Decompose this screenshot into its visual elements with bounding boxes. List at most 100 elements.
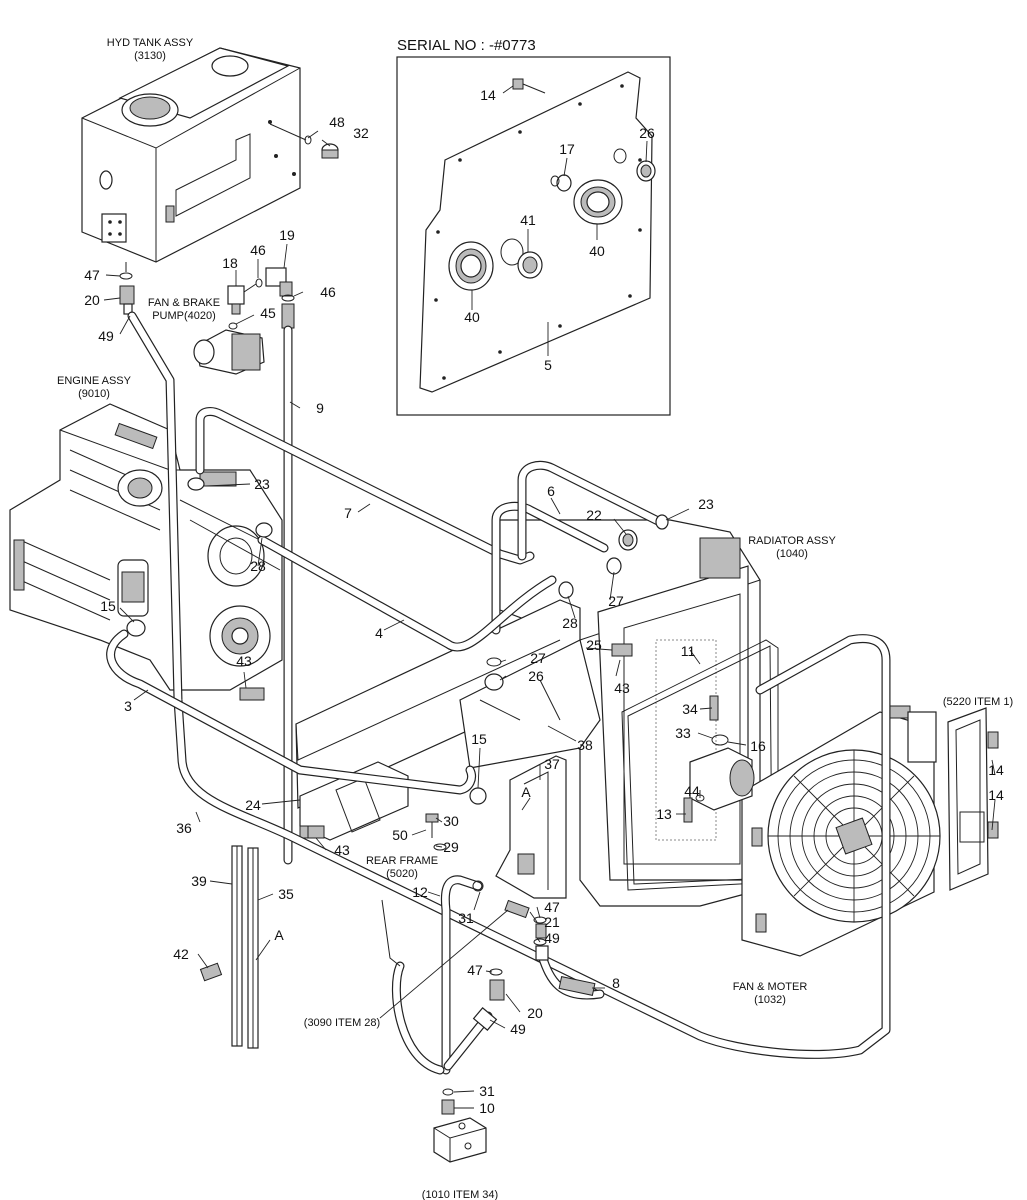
part-number-40: 40 [464,309,480,325]
part-number-28: 28 [250,558,266,574]
strip-part [247,847,259,1049]
support-bracket-part [495,755,567,899]
hyd-tank-label: HYD TANK ASSY [107,37,194,49]
part-number-11: 11 [681,643,696,659]
radiator-label: RADIATOR ASSY [748,535,836,547]
port-ring-part [573,179,623,225]
ref-1010-label: (1010 ITEM 34) [422,1189,498,1200]
part-number-17: 17 [559,141,575,157]
part-number-15: 15 [471,731,487,747]
elbow-fitting-part [227,283,257,315]
part-number-35: 35 [278,886,294,902]
hyd-tank-assembly [81,47,301,272]
part-number-43: 43 [334,842,350,858]
part-number-36: 36 [176,820,192,836]
part-number-19: 19 [279,227,295,243]
ref-5220-label: (5220 ITEM 1) [943,696,1013,708]
hose-fitting-part [281,303,295,329]
frame-bracket [295,599,601,809]
pump-label: FAN & BRAKE [148,297,220,309]
part-number-23: 23 [698,496,714,512]
part-number-25: 25 [586,637,602,653]
part-number-40: 40 [589,243,605,259]
manifold-block-part [433,1117,487,1163]
o-ring-part [255,278,263,288]
rear-frame-code: (5020) [386,868,418,880]
assembly-labels: HYD TANK ASSY (3130) FAN & BRAKE PUMP(40… [57,37,1013,1200]
elbow-fitting-part [265,267,293,297]
leader-lines [471,85,648,356]
part-number-41: 41 [520,212,536,228]
strip-part [231,845,243,1047]
rear-frame-label: REAR FRAME [366,855,438,867]
hyd-tank-code: (3130) [134,50,166,62]
bolt-part [425,813,439,838]
part-number-37: 37 [544,756,560,772]
part-number-27: 27 [608,593,624,609]
part-number-9: 9 [316,400,324,416]
cap-part [613,148,656,182]
part-number-8: 8 [612,975,620,991]
part-number-50: 50 [392,827,408,843]
side-bracket-part [907,707,999,891]
detail-callout-a: A [521,784,531,800]
part-number-33: 33 [675,725,691,741]
part-number-6: 6 [547,483,555,499]
part-number-21: 21 [544,914,560,930]
part-number-18: 18 [222,255,238,271]
o-ring-part [281,294,295,302]
part-number-27: 27 [530,650,546,666]
bolt-part [512,78,546,94]
o-ring-part [119,272,133,280]
part-number-32: 32 [353,125,369,141]
serial-detail-box: SERIAL NO : -#0773 [396,37,671,416]
part-number-14: 14 [988,762,1004,778]
part-number-43: 43 [236,653,252,669]
washer-part [433,843,447,851]
part-number-16: 16 [750,738,766,754]
part-number-24: 24 [245,797,261,813]
part-number-29: 29 [443,839,459,855]
plug-part [321,143,339,159]
adapter-fitting-part [119,285,135,315]
part-number-49: 49 [510,1021,526,1037]
part-number-20: 20 [84,292,100,308]
part-number-30: 30 [443,813,459,829]
radiator-code: (1040) [776,548,808,560]
part-number-48: 48 [329,114,345,130]
part-number-20: 20 [527,1005,543,1021]
fan-motor-label: FAN & MOTER [733,981,808,993]
o-ring-part [500,238,524,266]
part-number-43: 43 [614,680,630,696]
part-number-10: 10 [479,1100,495,1116]
hydraulic-motor [683,695,755,823]
part-number-15: 15 [100,598,116,614]
engine-label: ENGINE ASSY [57,375,132,387]
pump-code: PUMP(4020) [152,310,216,322]
part-number-31: 31 [479,1083,495,1099]
port-ring-part [448,241,494,291]
part-number-39: 39 [191,873,207,889]
fan-motor-code: (1032) [754,994,786,1006]
part-number-47: 47 [84,267,100,283]
seal-part [517,251,543,279]
part-number-14: 14 [988,787,1004,803]
part-number-34: 34 [682,701,698,717]
gasket-part [621,639,779,891]
part-number-labels: 48 32 19 46 18 46 47 20 45 49 9 14 17 26… [84,87,1004,1116]
tube-part [381,899,401,967]
part-number-23: 23 [254,476,270,492]
part-number-26: 26 [639,125,655,141]
part-number-49: 49 [98,328,114,344]
part-number-5: 5 [544,357,552,373]
part-number-13: 13 [656,806,672,822]
part-number-7: 7 [344,505,352,521]
part-number-38: 38 [577,737,593,753]
part-number-42: 42 [173,946,189,962]
plate-bolt-holes [434,84,642,380]
serial-number-label: SERIAL NO : -#0773 [397,37,536,54]
hoses [106,311,891,1075]
o-ring-part [304,135,312,145]
part-number-46: 46 [250,242,266,258]
